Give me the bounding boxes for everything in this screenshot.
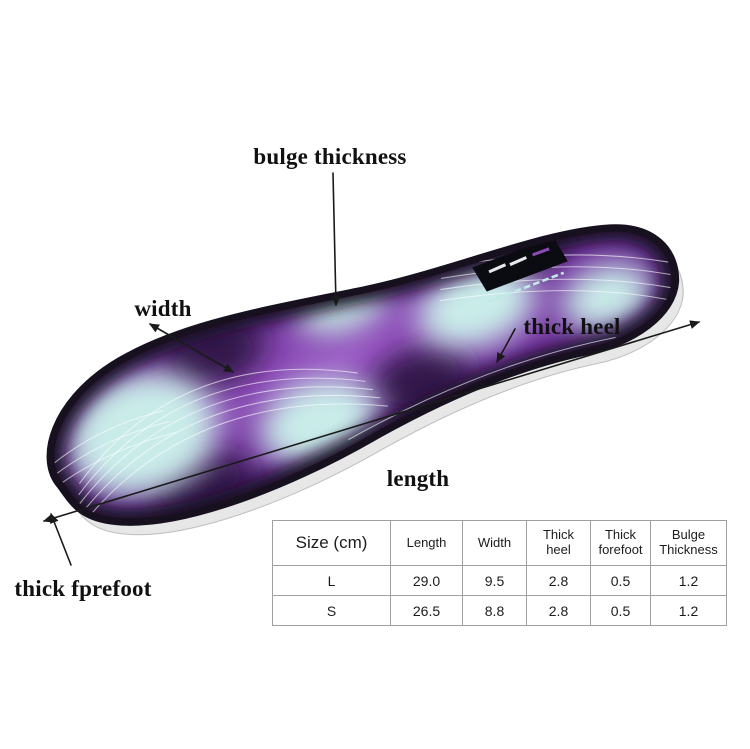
cell-width-s: 8.8 <box>462 595 527 626</box>
cell-forefoot-s: 0.5 <box>590 595 651 626</box>
cell-heel-s: 2.8 <box>526 595 591 626</box>
cell-length-s: 26.5 <box>390 595 463 626</box>
thick-forefoot-line <box>50 512 72 566</box>
table-row-s: S 26.5 8.8 2.8 0.5 1.2 <box>272 595 727 626</box>
table-header-row: Size (cm) Length Width Thick heel Thick … <box>272 520 727 566</box>
header-length: Length <box>390 520 463 566</box>
length-label: length <box>386 466 450 491</box>
table-row-l: L 29.0 9.5 2.8 0.5 1.2 <box>272 565 727 596</box>
header-width: Width <box>462 520 527 566</box>
bulge-thickness-line <box>331 172 341 307</box>
width-label: width <box>134 296 192 321</box>
cell-bulge-l: 1.2 <box>650 565 727 596</box>
cell-size-l: L <box>272 565 391 596</box>
thick-heel-label: thick heel <box>523 314 621 339</box>
cell-bulge-s: 1.2 <box>650 595 727 626</box>
header-thick-forefoot: Thick forefoot <box>590 520 651 566</box>
cell-length-l: 29.0 <box>390 565 463 596</box>
header-thick-heel: Thick heel <box>526 520 591 566</box>
thick-forefoot-label: thick fprefoot <box>14 576 152 601</box>
bulge-thickness-label: bulge thickness <box>253 144 407 169</box>
insole-body <box>23 170 708 568</box>
cell-forefoot-l: 0.5 <box>590 565 651 596</box>
size-table: Size (cm) Length Width Thick heel Thick … <box>272 520 727 626</box>
measurement-lines <box>42 172 701 566</box>
cell-width-l: 9.5 <box>462 565 527 596</box>
brand-logo <box>472 237 568 304</box>
cell-heel-l: 2.8 <box>526 565 591 596</box>
header-size: Size (cm) <box>272 520 391 566</box>
length-arrow <box>42 320 701 523</box>
header-bulge-thickness: Bulge Thickness <box>650 520 727 566</box>
cell-size-s: S <box>272 595 391 626</box>
